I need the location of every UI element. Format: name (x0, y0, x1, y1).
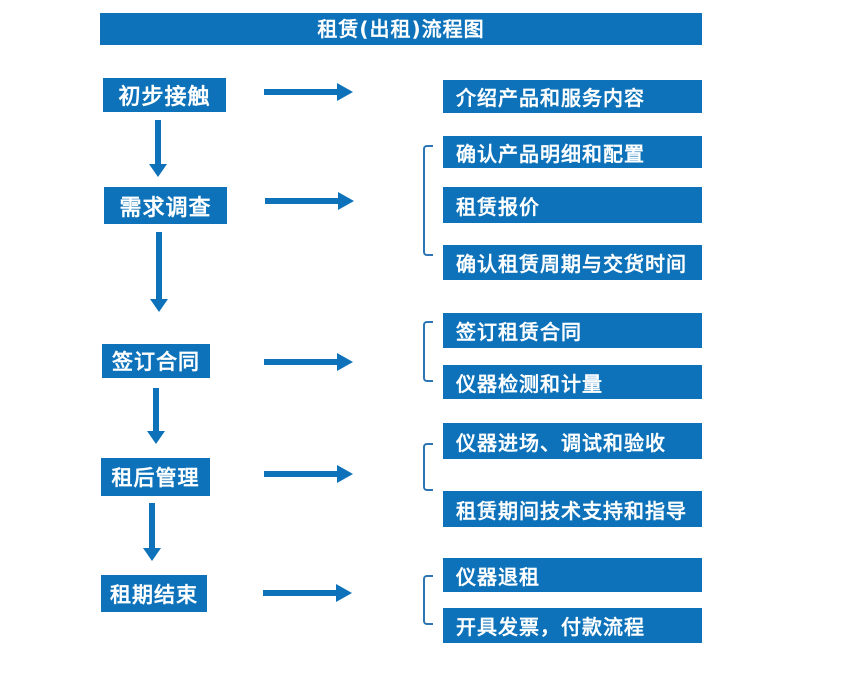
step-sign-contract: 签订合同 (102, 344, 210, 378)
flowchart-title: 租赁(出租)流程图 (100, 13, 702, 45)
right-arrow-icon-4 (264, 465, 353, 483)
bracket-group-post-rental (423, 443, 433, 491)
step-rental-end: 租期结束 (101, 575, 207, 612)
step-initial-contact: 初步接触 (103, 78, 226, 112)
down-arrow-icon-3 (147, 388, 165, 444)
detail-box-invoice-payment: 开具发票，付款流程 (443, 608, 702, 643)
detail-box-rental-quotation: 租赁报价 (443, 187, 702, 223)
right-arrow-icon-1 (264, 83, 353, 101)
detail-box-instrument-testing: 仪器检测和计量 (443, 365, 702, 399)
detail-box-confirm-product-config: 确认产品明细和配置 (443, 136, 702, 168)
detail-box-instrument-return: 仪器退租 (443, 558, 702, 592)
down-arrow-icon-2 (150, 232, 168, 312)
down-arrow-icon-4 (143, 503, 161, 561)
step-post-rental-management: 租后管理 (101, 458, 210, 496)
detail-box-instrument-setup: 仪器进场、调试和验收 (443, 423, 702, 459)
right-arrow-icon-2 (265, 192, 354, 210)
detail-box-introduce-products: 介绍产品和服务内容 (443, 80, 702, 113)
bracket-group-demand-survey (423, 145, 433, 256)
detail-box-confirm-rental-period: 确认租赁周期与交货时间 (443, 245, 702, 280)
bracket-group-rental-end (423, 575, 433, 625)
right-arrow-icon-3 (264, 353, 353, 371)
detail-box-sign-rental-contract: 签订租赁合同 (443, 313, 702, 348)
bracket-group-sign-contract (423, 321, 433, 382)
step-demand-survey: 需求调查 (104, 187, 227, 224)
right-arrow-icon-5 (263, 584, 352, 602)
down-arrow-icon-1 (149, 120, 167, 177)
detail-box-technical-support: 租赁期间技术支持和指导 (443, 491, 702, 527)
